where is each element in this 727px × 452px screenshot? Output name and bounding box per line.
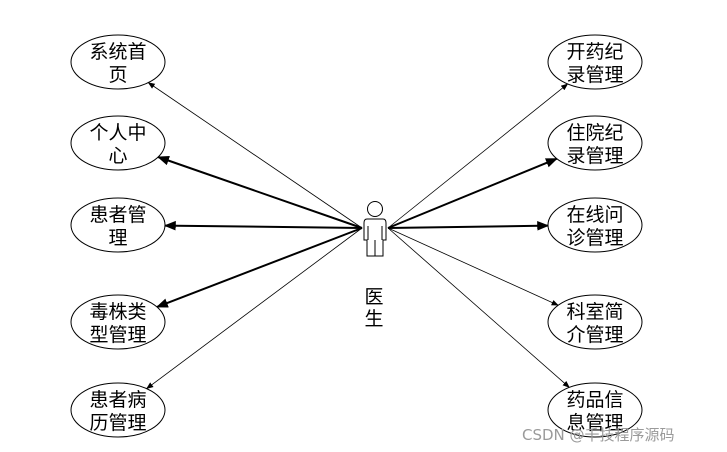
- left-association-3: [163, 220, 363, 231]
- use-case-label-line1: 患者管: [89, 204, 146, 226]
- left-association-2: [157, 156, 363, 229]
- right-association-1: [387, 83, 569, 229]
- use-case-label-line2: 型管理: [89, 324, 146, 346]
- left-association-4: [155, 227, 363, 308]
- right-association-3: [387, 221, 550, 231]
- use-case-ellipse: [70, 294, 166, 350]
- use-case-ellipse: [70, 34, 166, 90]
- use-case-label-line1: 在线问: [566, 204, 623, 226]
- use-case-label-line1: 开药纪: [566, 41, 623, 63]
- use-case-label-line2: 息管理: [566, 412, 623, 434]
- use-case-label-line1: 住院纪: [566, 122, 623, 144]
- actor-label: 医 生: [364, 286, 384, 330]
- use-case-ellipse: [70, 382, 166, 438]
- right-association-5: [387, 227, 570, 388]
- use-case-label-line1: 个人中: [89, 122, 146, 144]
- use-case-ellipse: [547, 115, 643, 171]
- right-association-4: [387, 227, 559, 306]
- doctor-actor-icon: [363, 201, 387, 257]
- use-case-label-line2: 录管理: [566, 64, 623, 86]
- use-case-ellipse: [70, 115, 166, 171]
- use-case-label-line1: 药品信: [566, 389, 623, 411]
- watermark: CSDN @千技程序源码: [522, 426, 675, 444]
- use-case-label-line1: 系统首: [89, 41, 146, 63]
- use-case-label-line1: 患者病: [89, 389, 146, 411]
- use-case-label-line2: 心: [108, 145, 127, 167]
- use-case-ellipse: [547, 382, 643, 438]
- use-case-label-line2: 页: [108, 64, 127, 86]
- use-case-label-line2: 诊管理: [566, 227, 623, 249]
- use-case-ellipse: [547, 197, 643, 253]
- use-case-nodes: 系统首页个人中心患者管理毒株类型管理患者病历管理开药纪录管理住院纪录管理在线问诊…: [70, 34, 643, 438]
- use-case-label-line1: 科室简: [566, 301, 623, 323]
- use-case-ellipse: [547, 294, 643, 350]
- use-case-label-line2: 介管理: [566, 324, 623, 346]
- use-case-label-line1: 毒株类: [89, 301, 146, 323]
- left-association-5: [146, 227, 363, 390]
- association-lines: [146, 82, 570, 390]
- use-case-ellipse: [70, 197, 166, 253]
- right-association-2: [387, 157, 558, 229]
- use-case-label-line2: 录管理: [566, 145, 623, 167]
- use-case-label-line2: 理: [108, 227, 127, 249]
- use-case-label-line2: 历管理: [89, 412, 146, 434]
- use-case-ellipse: [547, 34, 643, 90]
- left-association-1: [147, 82, 363, 229]
